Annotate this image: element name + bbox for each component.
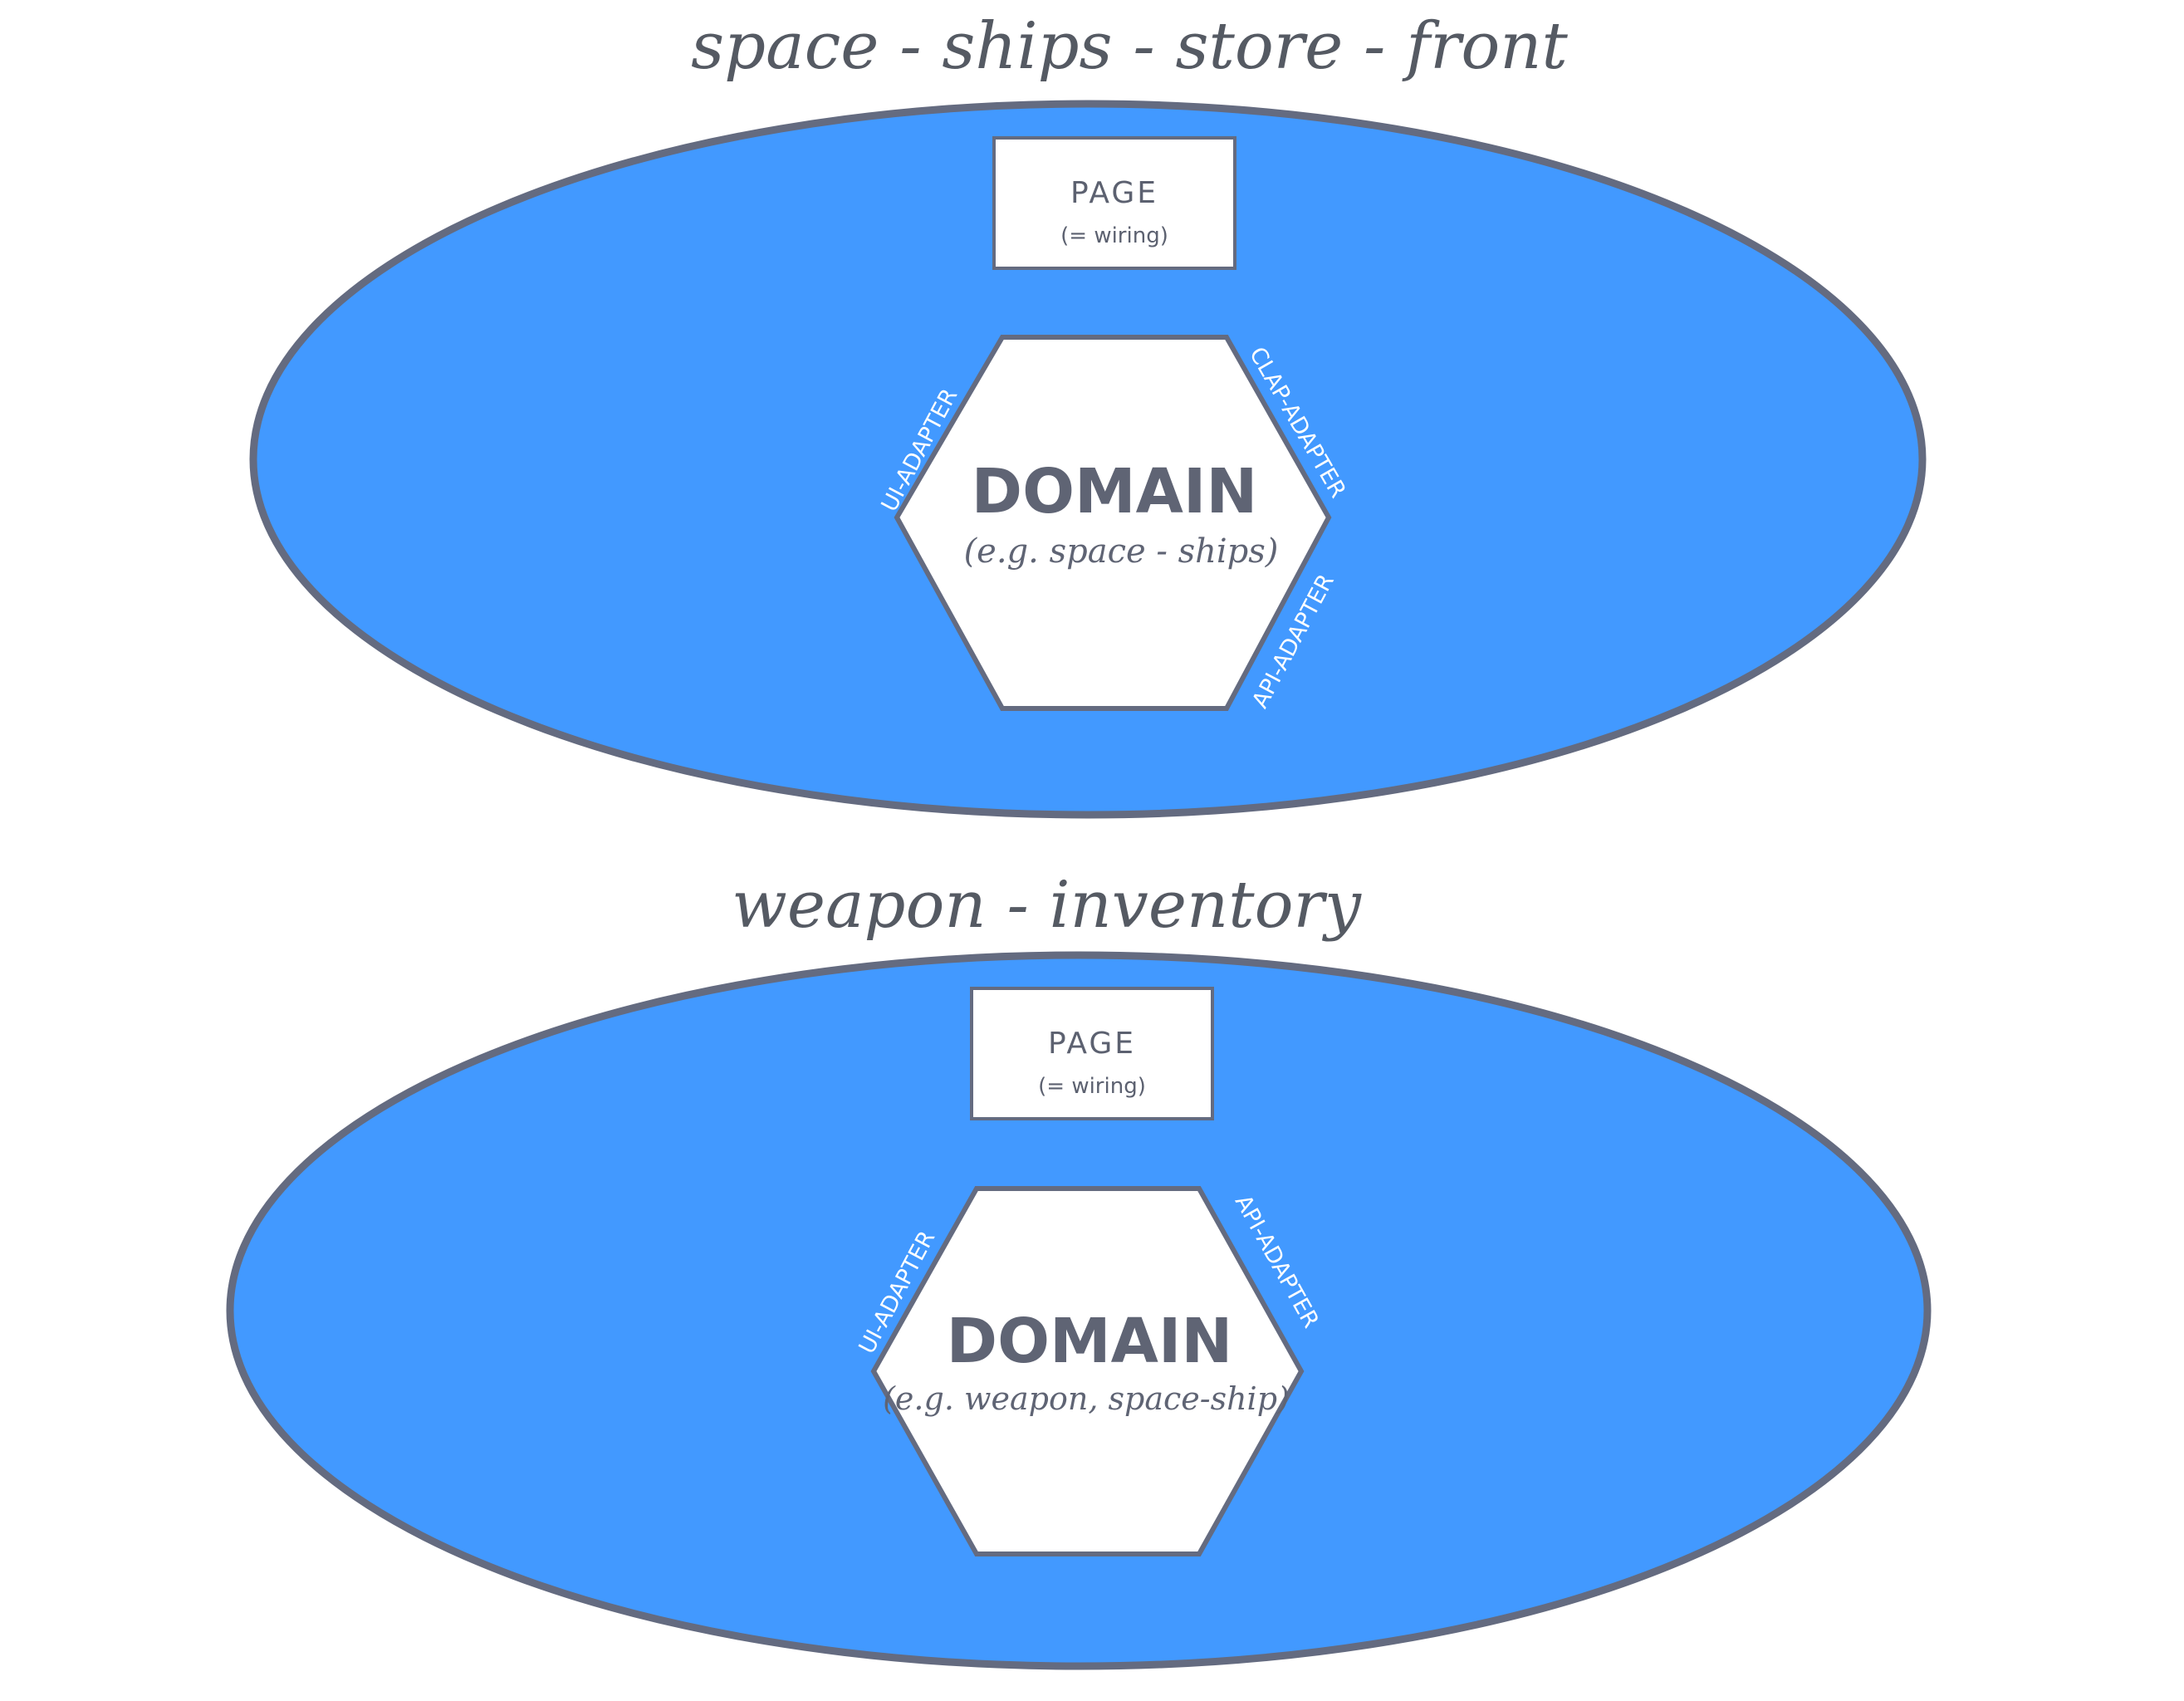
page-label: PAGE [1070, 176, 1158, 210]
app-weapon-inventory: weapon - inventory PAGE (= wiring) DOMAI… [226, 868, 1932, 1670]
domain-label: DOMAIN [972, 456, 1258, 527]
page-box: PAGE (= wiring) [970, 987, 1214, 1120]
domain-label: DOMAIN [947, 1306, 1233, 1377]
domain-hexagon-shape [870, 1186, 1305, 1556]
page-label: PAGE [1048, 1027, 1136, 1061]
domain-hexagon-shape [894, 335, 1332, 711]
app-space-ships-store-front: space - ships - store - front PAGE (= wi… [249, 9, 1927, 819]
domain-sublabel: (e.g. space - ships) [964, 532, 1279, 571]
page-box: PAGE (= wiring) [992, 136, 1236, 270]
page-rect [992, 136, 1236, 270]
app-title: weapon - inventory [732, 868, 1362, 943]
page-sublabel: (= wiring) [1060, 223, 1168, 248]
app-title: space - ships - store - front [691, 9, 1568, 84]
domain-hexagon: DOMAIN (e.g. weapon, space-ship) [870, 1186, 1305, 1556]
page-rect [970, 987, 1214, 1120]
domain-sublabel: (e.g. weapon, space-ship) [883, 1380, 1290, 1417]
domain-hexagon: DOMAIN (e.g. space - ships) [894, 335, 1332, 711]
page-sublabel: (= wiring) [1038, 1074, 1146, 1099]
